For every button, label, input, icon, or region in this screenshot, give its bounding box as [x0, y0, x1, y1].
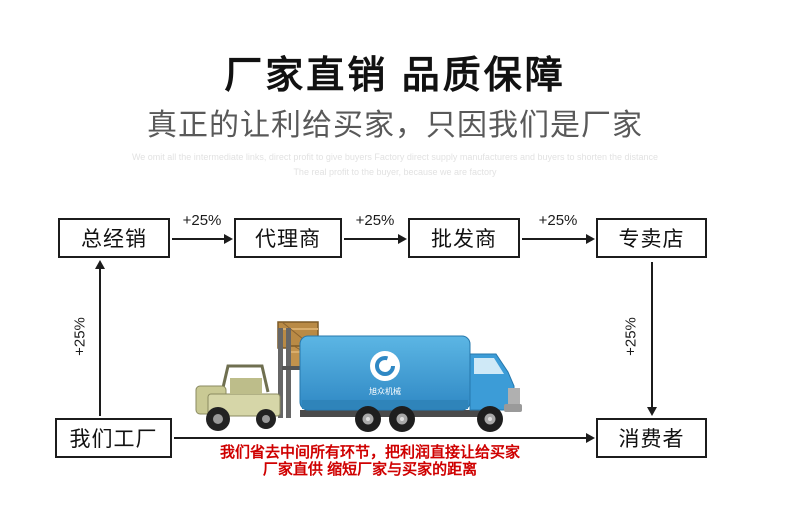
note-line-1: 我们省去中间所有环节，把利润直接让给买家: [219, 444, 520, 461]
arrow-up-icon: [95, 260, 105, 416]
markup-label-1: +25%: [182, 212, 222, 229]
arrow-down-icon: [647, 262, 657, 416]
delivery-truck: 旭众机械: [299, 335, 522, 432]
node-our-factory: 我们工厂: [55, 418, 172, 458]
direct-supply-note: 我们省去中间所有环节，把利润直接让给买家 厂家直供 缩短厂家与买家的距离: [180, 444, 560, 478]
truck-logo-text: 旭众机械: [369, 386, 401, 396]
watermark-line-1: We omit all the intermediate links, dire…: [131, 152, 659, 162]
arrow-right-icon: [174, 433, 595, 443]
node-general-distributor: 总经销: [58, 218, 170, 258]
truck-illustration: 旭众机械: [178, 320, 542, 434]
forklift: [195, 328, 330, 431]
node-retail-store: 专卖店: [596, 218, 707, 258]
page-subtitle: 真正的让利给买家，只因我们是厂家: [147, 109, 643, 142]
node-wholesaler: 批发商: [408, 218, 520, 258]
arrow-right-icon: [172, 234, 233, 244]
node-agent: 代理商: [234, 218, 342, 258]
markup-label-2: +25%: [355, 212, 395, 229]
markup-label-3: +25%: [538, 212, 578, 229]
markup-label-left: +25%: [71, 317, 89, 356]
arrow-right-icon: [344, 234, 407, 244]
page-title: 厂家直销 品质保障: [224, 55, 566, 97]
note-line-2: 厂家直供 缩短厂家与买家的距离: [262, 461, 478, 478]
node-consumer: 消费者: [596, 418, 707, 458]
truck-forklift-graphic: 旭众机械: [195, 321, 522, 432]
watermark-text: We omit all the intermediate links, dire…: [0, 150, 790, 180]
arrow-right-icon: [522, 234, 595, 244]
markup-label-right: +25%: [622, 317, 640, 356]
watermark-line-2: The real profit to the buyer, because we…: [293, 167, 497, 177]
